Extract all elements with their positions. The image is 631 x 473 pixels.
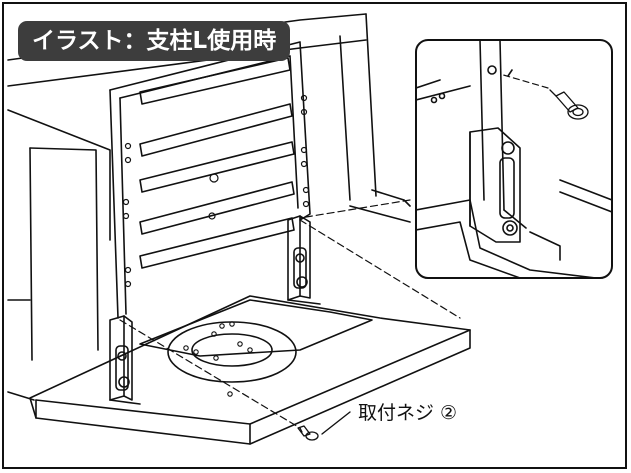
figure-frame [2,2,627,469]
stand-base [29,295,471,445]
inset-screw-icon [549,89,589,120]
plate-slot [139,217,295,269]
plate-slot [139,181,295,235]
callout-leader [321,411,351,435]
plate-slot [139,141,295,193]
callout-label-screw: 取付ネジ ② [358,402,458,424]
screw-icon [297,425,319,441]
post-right [287,215,321,305]
plate-holes [122,94,310,288]
post-left [109,315,141,405]
inset-detail [415,39,613,279]
mounting-plate [109,41,311,319]
plate-slot [139,57,291,105]
figure-title: イラスト：支柱L使用時 [18,21,291,61]
plate-slot [139,103,293,157]
guide-lines [119,199,461,429]
